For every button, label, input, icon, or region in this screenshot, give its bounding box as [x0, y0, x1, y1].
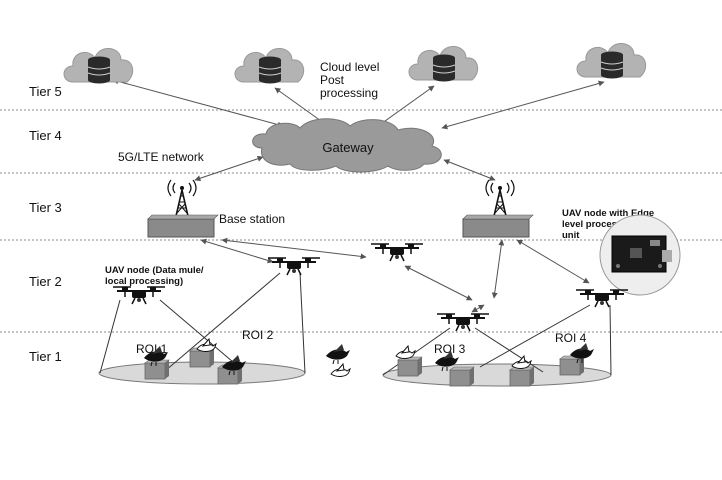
drone-icon	[370, 243, 424, 262]
uav-edge-label-3: unit	[562, 230, 580, 241]
uav-data-mule-label-2: local processing)	[105, 276, 183, 287]
gateway-label: Gateway	[322, 140, 374, 155]
drone-icon	[575, 289, 629, 308]
base-station-left	[147, 214, 219, 238]
tier-2-label: Tier 2	[29, 274, 62, 289]
bird-icon	[325, 343, 351, 365]
cloud-database-icon	[408, 45, 479, 82]
sensor-box-icon	[559, 355, 585, 376]
cloud-level-label-2: Post	[320, 73, 345, 87]
cell-tower-icon	[485, 179, 515, 217]
edge-processing-board-icon	[599, 214, 681, 296]
roi-3-label: ROI 3	[434, 342, 466, 356]
uav-edge-label-2: level processing	[562, 219, 637, 230]
roi-4-label: ROI 4	[555, 331, 587, 345]
sensor-box-icon	[449, 366, 475, 387]
network-label: 5G/LTE network	[118, 150, 205, 164]
tier-1-label: Tier 1	[29, 349, 62, 364]
cell-tower-icon	[167, 179, 197, 217]
base-station-label: Base station	[219, 212, 285, 226]
cloud-database-icon	[234, 47, 305, 84]
connection-arrows	[112, 78, 605, 313]
drone-icon	[112, 286, 166, 305]
tier-4-label: Tier 4	[29, 128, 62, 143]
cloud-database-icon	[63, 47, 134, 84]
uav-data-mule-label-1: UAV node (Data mule/	[105, 265, 204, 276]
bird-icon	[395, 345, 416, 359]
tier-5-label: Tier 5	[29, 84, 62, 99]
sensor-box-icon	[397, 356, 423, 377]
drone-icon	[436, 313, 490, 332]
drone-icon	[267, 257, 321, 276]
cloud-level-label-1: Cloud level	[320, 60, 379, 74]
tier-3-label: Tier 3	[29, 200, 62, 215]
roi-2-label: ROI 2	[242, 328, 274, 342]
bird-icon	[330, 363, 351, 377]
sensor-box-icon	[144, 359, 170, 380]
base-station-right	[462, 214, 534, 238]
cloud-database-icon	[576, 42, 647, 79]
uav-edge-label-1: UAV node with Edge	[562, 208, 654, 219]
cloud-level-label-3: processing	[320, 86, 378, 100]
gateway-cloud	[252, 118, 442, 173]
sensor-box-icon	[509, 366, 535, 387]
coverage-lines	[99, 272, 612, 376]
